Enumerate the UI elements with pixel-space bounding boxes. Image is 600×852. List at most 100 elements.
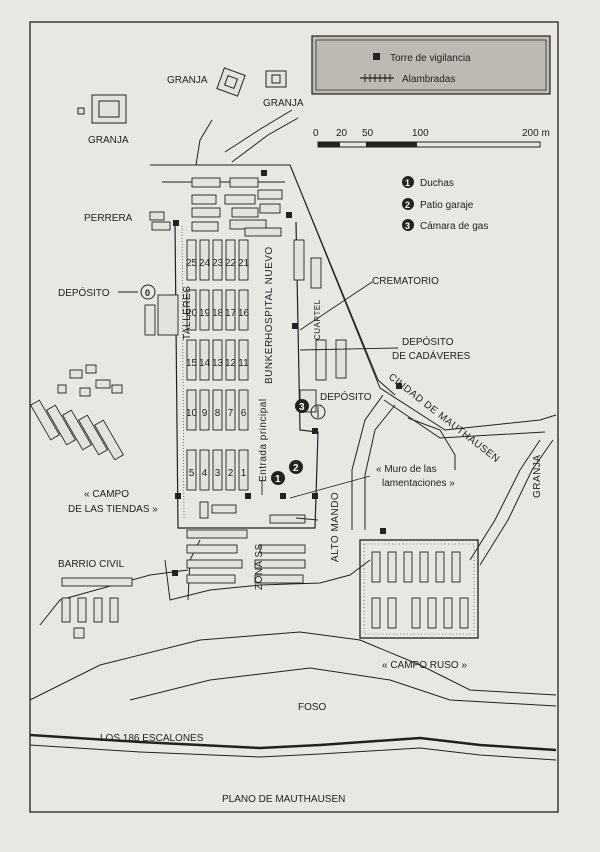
cuartel-buildings [244,227,347,413]
barrack-1 [238,449,249,491]
label-campo-ruso: « CAMPO RUSO » [382,660,467,671]
barrack-19 [199,289,210,331]
barrack-number-17: 17 [225,308,237,319]
label-foso: FOSO [298,702,327,713]
barrack-2 [225,449,236,491]
map-marker-1: 1 [271,471,285,485]
deposito-left-icon: 0 [140,284,156,300]
barrack-18 [212,289,223,331]
barrack-25 [186,239,197,281]
legend-fence-label: Alambradas [402,74,455,85]
key-camara-gas: Cámara de gas [420,221,488,232]
label-bunker: BUNKER [264,339,275,384]
barrack-number-15: 15 [186,358,198,369]
legend: Torre de vigilancia Alambradas [311,35,551,95]
label-talleres: TALLERES [182,286,193,340]
label-ciudad: CIUDAD DE MAUTHAUSEN [386,372,501,466]
numbered-key: 1 Duchas 2 Patio garaje 3 Cámara de gas [402,176,488,232]
map-frame [29,21,559,813]
map-marker-3: 3 [295,399,309,413]
barrack-7 [225,389,236,431]
main-camp-fence [174,221,319,529]
scale-tick-50: 50 [362,128,374,139]
key-duchas: Duchas [420,178,454,189]
barrack-16 [238,289,249,331]
campo-ruso [359,539,479,639]
barrack-number-11: 11 [238,358,249,369]
escalones-path [29,733,557,752]
label-plano: PLANO DE MAUTHAUSEN [222,794,345,805]
barrack-number-9: 9 [202,408,208,419]
label-granja-c: GRANJA [88,135,129,146]
barrack-22 [225,239,236,281]
barrack-20 [186,289,197,331]
pointer-lines [118,281,399,521]
barrack-5 [186,449,197,491]
label-deposito-right: DEPÓSITO [320,390,372,403]
label-deposito-cadaveres-1: DEPÓSITO [402,335,454,348]
barrack-number-3: 3 [215,468,221,479]
label-cuartel: CUARTEL [313,299,322,340]
label-barrio-civil: BARRIO CIVIL [58,559,125,570]
label-escalones: LOS 186 ESCALONES [100,733,204,744]
label-muro-2: lamentaciones » [382,478,455,489]
barrack-23 [212,239,223,281]
label-granja-d: GRANJA [532,454,543,498]
label-crematorio: CREMATORIO [372,276,439,287]
barrack-14 [199,339,210,381]
barrack-24 [199,239,210,281]
barrack-number-2: 2 [228,468,234,479]
label-alto-mando: ALTO MANDO [330,492,341,562]
campo-tiendas-buildings [30,364,124,461]
scale-tick-200: 200 m [522,128,550,139]
label-hospital-nuevo: HOSPITAL NUEVO [264,246,275,340]
barrack-10 [186,389,197,431]
legend-tower-label: Torre de vigilancia [390,53,471,64]
label-entrada: Entrada principal [258,398,269,482]
barrack-number-18: 18 [212,308,224,319]
barrack-4 [199,449,210,491]
barrack-number-22: 22 [225,258,237,269]
fence-icon [360,74,394,82]
barrack-13 [212,339,223,381]
svg-text:1: 1 [405,178,410,188]
barrack-8 [212,389,223,431]
barrack-number-24: 24 [199,258,211,269]
scale-tick-20: 20 [336,128,348,139]
barrack-6 [238,389,249,431]
barrack-number-16: 16 [238,308,250,319]
scale-bar: 0 20 50 100 200 m [313,128,550,148]
label-campo-tiendas-1: « CAMPO [84,489,129,500]
barrack-number-6: 6 [241,408,247,419]
barrack-number-1: 1 [241,468,247,479]
top-buildings [191,177,283,232]
talleres-block [144,211,179,336]
label-granja-a: GRANJA [167,75,208,86]
label-zona-ss: ZONA SS [254,543,265,590]
roads [29,109,557,707]
barrack-number-4: 4 [202,468,208,479]
label-perrera: PERRERA [84,213,133,224]
zona-ss-buildings [61,501,306,639]
barrack-number-5: 5 [189,468,195,479]
label-campo-tiendas-2: DE LAS TIENDAS » [68,504,158,515]
barrack-number-19: 19 [199,308,211,319]
key-patio-garaje: Patio garaje [420,200,474,211]
svg-text:1: 1 [275,474,281,485]
barrack-12 [225,339,236,381]
label-granja-b: GRANJA [263,98,304,109]
tower-icon [373,53,380,60]
barrack-number-10: 10 [186,408,198,419]
svg-text:3: 3 [405,221,410,231]
barrack-9 [199,389,210,431]
svg-text:0: 0 [145,288,150,298]
barrack-number-8: 8 [215,408,221,419]
barrack-17 [225,289,236,331]
granja-buildings [77,67,287,124]
barrack-number-21: 21 [238,258,250,269]
deposito-right-icon [310,404,326,420]
barracks-grid [186,239,249,491]
barrack-number-20: 20 [186,308,198,319]
